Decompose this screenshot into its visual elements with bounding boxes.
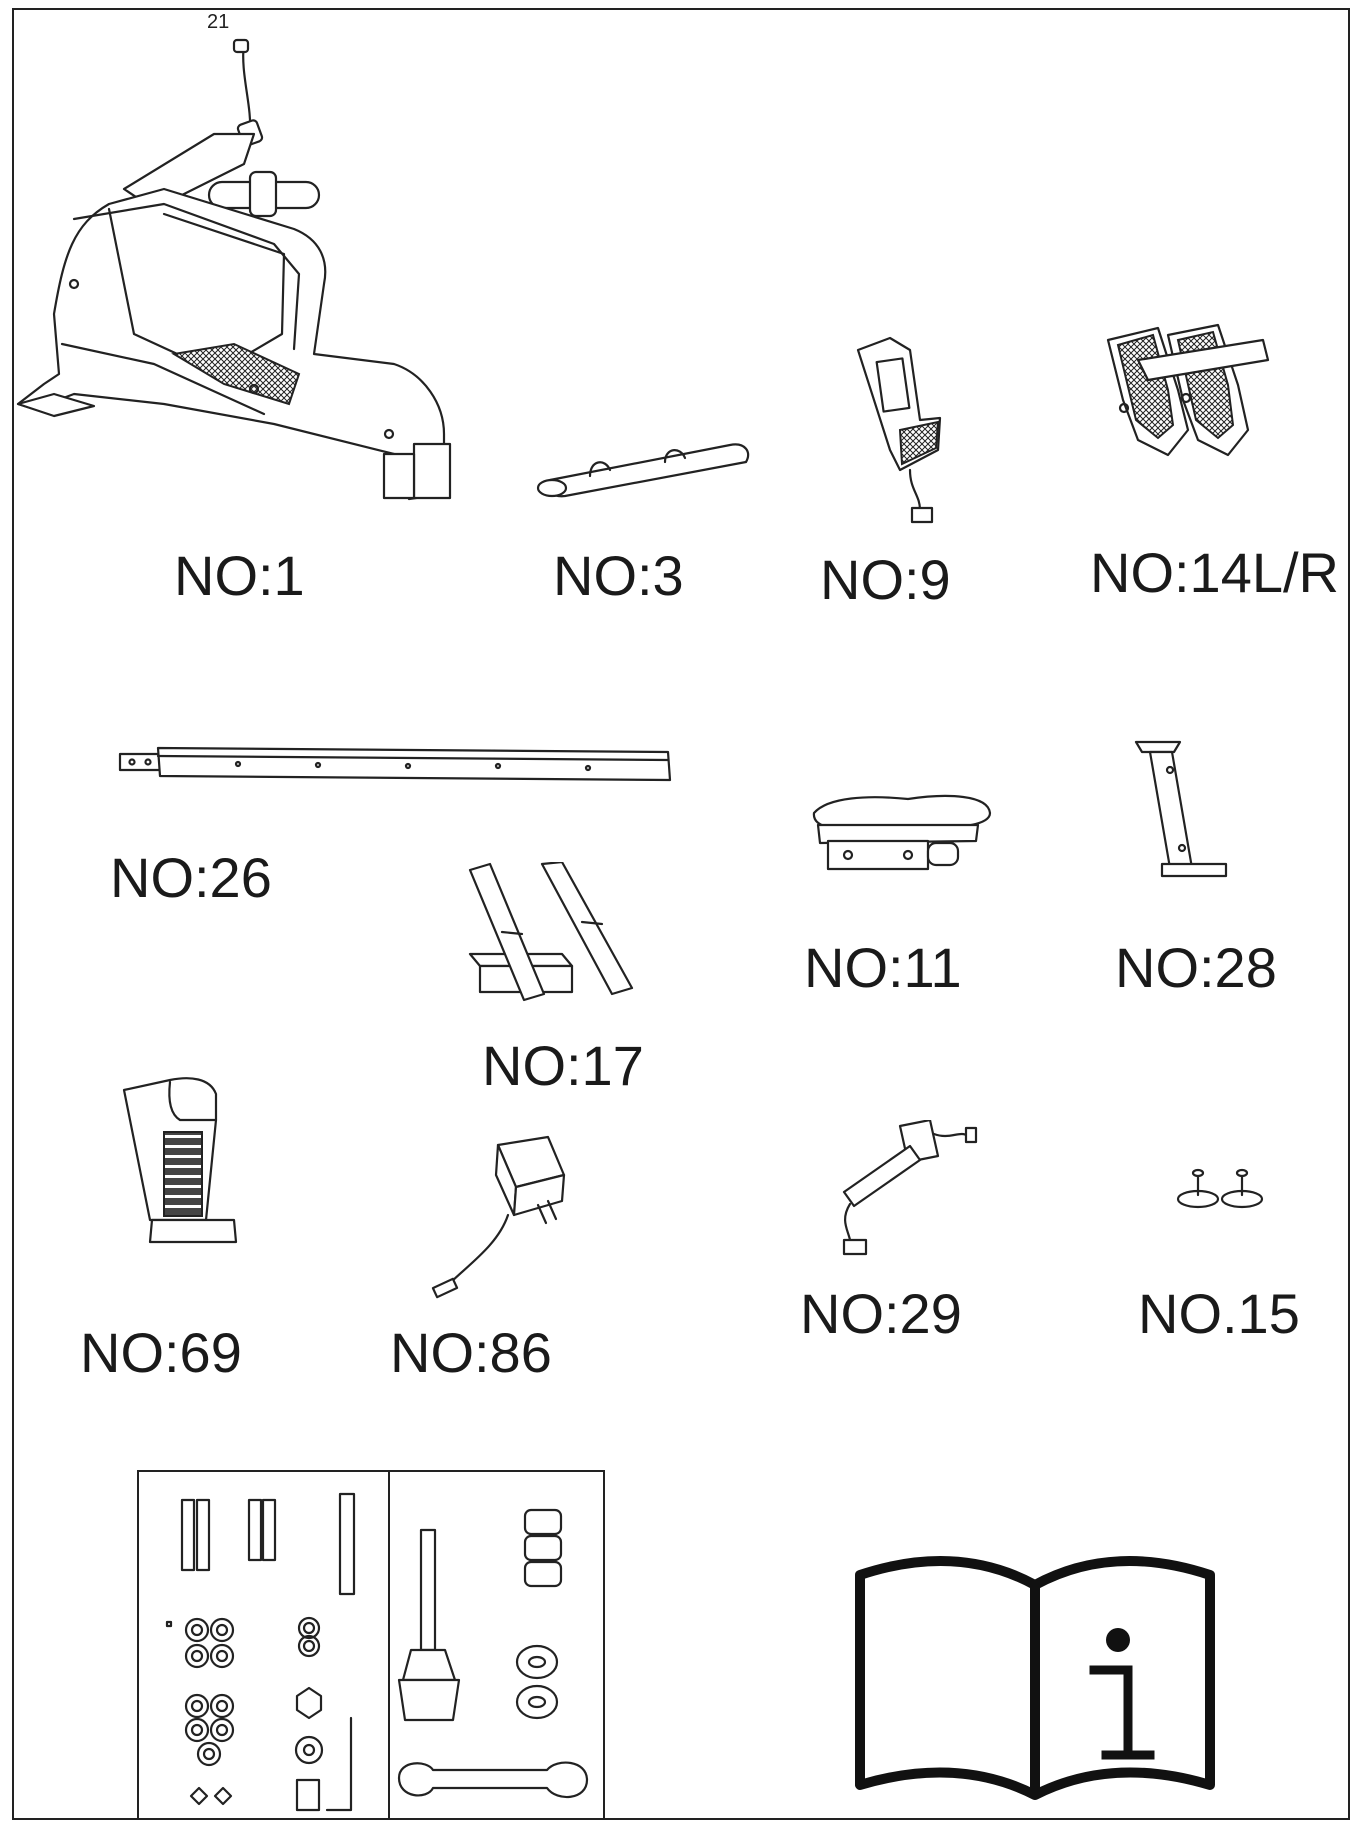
part-label-no9: NO:9 <box>820 548 951 611</box>
power-adapter-illustration <box>428 1135 578 1315</box>
manual-info-icon <box>850 1545 1220 1805</box>
leveling-feet-illustration <box>1170 1165 1280 1215</box>
grip-handle-illustration <box>120 1070 250 1250</box>
callout-number: 21 <box>207 11 230 33</box>
part-label-no14: NO:14L/R <box>1090 541 1339 604</box>
part-label-no28: NO:28 <box>1115 936 1277 999</box>
part-label-no69: NO:69 <box>80 1321 242 1384</box>
seat-illustration <box>808 785 998 875</box>
part-label-no86: NO:86 <box>390 1321 552 1384</box>
upright-post-illustration <box>1130 738 1240 888</box>
part-label-no29: NO:29 <box>800 1282 962 1345</box>
part-label-no26: NO:26 <box>110 846 272 909</box>
part-label-no11: NO:11 <box>804 936 962 999</box>
stabilizer-illustration <box>462 862 642 1012</box>
part-label-no17: NO:17 <box>482 1034 644 1097</box>
part-label-no1: NO:1 <box>174 544 305 607</box>
sheet-border <box>12 8 1350 1820</box>
part-label-no3: NO:3 <box>553 544 684 607</box>
main-frame-illustration <box>14 14 474 514</box>
handlebar-tube-illustration <box>530 420 760 500</box>
pedals-illustration <box>1098 320 1278 470</box>
console-illustration <box>850 330 970 530</box>
hardware-pack-card <box>137 1470 605 1820</box>
sensor-cable-illustration <box>830 1120 980 1260</box>
rail-illustration <box>118 740 678 790</box>
part-label-no15: NO.15 <box>1138 1282 1300 1345</box>
